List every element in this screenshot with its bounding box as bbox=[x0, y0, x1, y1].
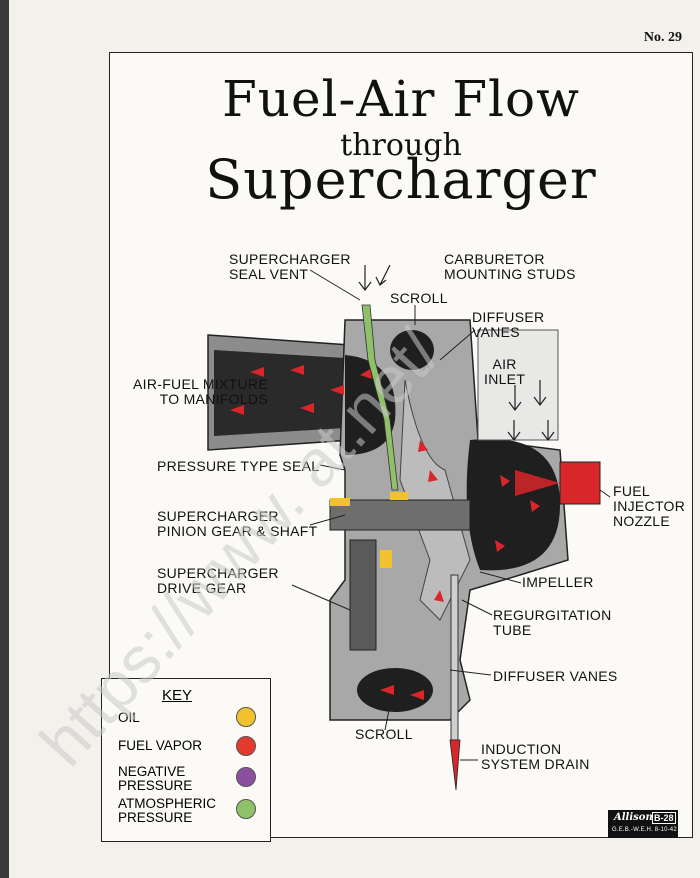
allison-badge: Allison B-28 G.E.B.-W.E.H. 8-10-42 bbox=[608, 810, 678, 838]
label-carburetor-studs: CARBURETOR MOUNTING STUDS bbox=[444, 251, 576, 282]
legend-swatch-negative-pressure bbox=[236, 767, 256, 787]
title-line-3: Supercharger bbox=[205, 148, 597, 211]
label-pinion-gear-shaft: SUPERCHARGER PINION GEAR & SHAFT bbox=[157, 508, 318, 539]
volute-left bbox=[345, 355, 396, 455]
legend-label-atmospheric-pressure: ATMOSPHERIC PRESSURE bbox=[118, 796, 217, 825]
induction-drain bbox=[449, 739, 461, 791]
flow-arrows bbox=[230, 365, 540, 700]
legend-label-fuel-vapor: FUEL VAPOR bbox=[118, 738, 203, 753]
pinion-shaft bbox=[329, 499, 471, 531]
badge-ref: G.E.B.-W.E.H. 8-10-42 bbox=[612, 827, 677, 833]
label-scroll-bottom: SCROLL bbox=[355, 726, 413, 742]
legend-key: KEY OIL FUEL VAPOR NEGATIVE PRESSURE ATM… bbox=[101, 678, 271, 842]
title-line-1: Fuel-Air Flow bbox=[222, 70, 580, 128]
label-diffuser-vanes-top: DIFFUSER VANES bbox=[472, 309, 545, 340]
title-line-2: through bbox=[340, 128, 462, 163]
legend-label-negative-pressure: NEGATIVE PRESSURE bbox=[118, 764, 193, 793]
leader-lines bbox=[291, 269, 611, 761]
legend-swatch-atmospheric-pressure bbox=[236, 799, 256, 819]
oil-passage-3 bbox=[380, 550, 392, 568]
badge-code: B-28 bbox=[652, 812, 676, 824]
oil-passage-1 bbox=[330, 498, 350, 506]
label-fuel-injector-nozzle: FUEL INJECTOR NOZZLE bbox=[613, 483, 686, 529]
fuel-injector-body bbox=[559, 461, 601, 505]
label-induction-drain: INDUCTION SYSTEM DRAIN bbox=[481, 741, 590, 772]
impeller-chamber bbox=[466, 438, 560, 571]
drive-gear bbox=[349, 539, 377, 651]
label-air-fuel-mixture: AIR-FUEL MIXTURE TO MANIFOLDS bbox=[133, 376, 268, 407]
label-regurgitation-tube: REGURGITATION TUBE bbox=[493, 607, 612, 638]
air-inlet-duct bbox=[477, 329, 559, 441]
label-scroll-top: SCROLL bbox=[390, 290, 448, 306]
legend-label-oil: OIL bbox=[118, 710, 140, 725]
plate-number: No. 29 bbox=[643, 30, 682, 45]
label-impeller: IMPELLER bbox=[522, 574, 594, 590]
label-seal-vent: SUPERCHARGER SEAL VENT bbox=[229, 251, 351, 282]
air-inlet-arrows bbox=[358, 264, 555, 441]
regurgitation-tube bbox=[450, 574, 459, 741]
scroll-bottom bbox=[357, 668, 433, 712]
legend-title: KEY bbox=[162, 687, 193, 704]
scroll-top bbox=[390, 330, 434, 370]
oil-passage-2 bbox=[390, 492, 408, 500]
label-air-inlet: AIR INLET bbox=[484, 356, 526, 387]
fuel-spray bbox=[515, 470, 560, 496]
badge-brand: Allison bbox=[614, 812, 653, 823]
legend-swatch-fuel-vapor bbox=[236, 736, 256, 756]
legend-swatch-oil bbox=[236, 707, 256, 727]
label-diffuser-vanes-bottom: DIFFUSER VANES bbox=[493, 668, 618, 684]
manifold-pipe-bore bbox=[214, 350, 345, 436]
label-pressure-seal: PRESSURE TYPE SEAL bbox=[157, 458, 320, 474]
label-drive-gear: SUPERCHARGER DRIVE GEAR bbox=[157, 565, 279, 596]
seal-vent-tube bbox=[361, 304, 399, 491]
